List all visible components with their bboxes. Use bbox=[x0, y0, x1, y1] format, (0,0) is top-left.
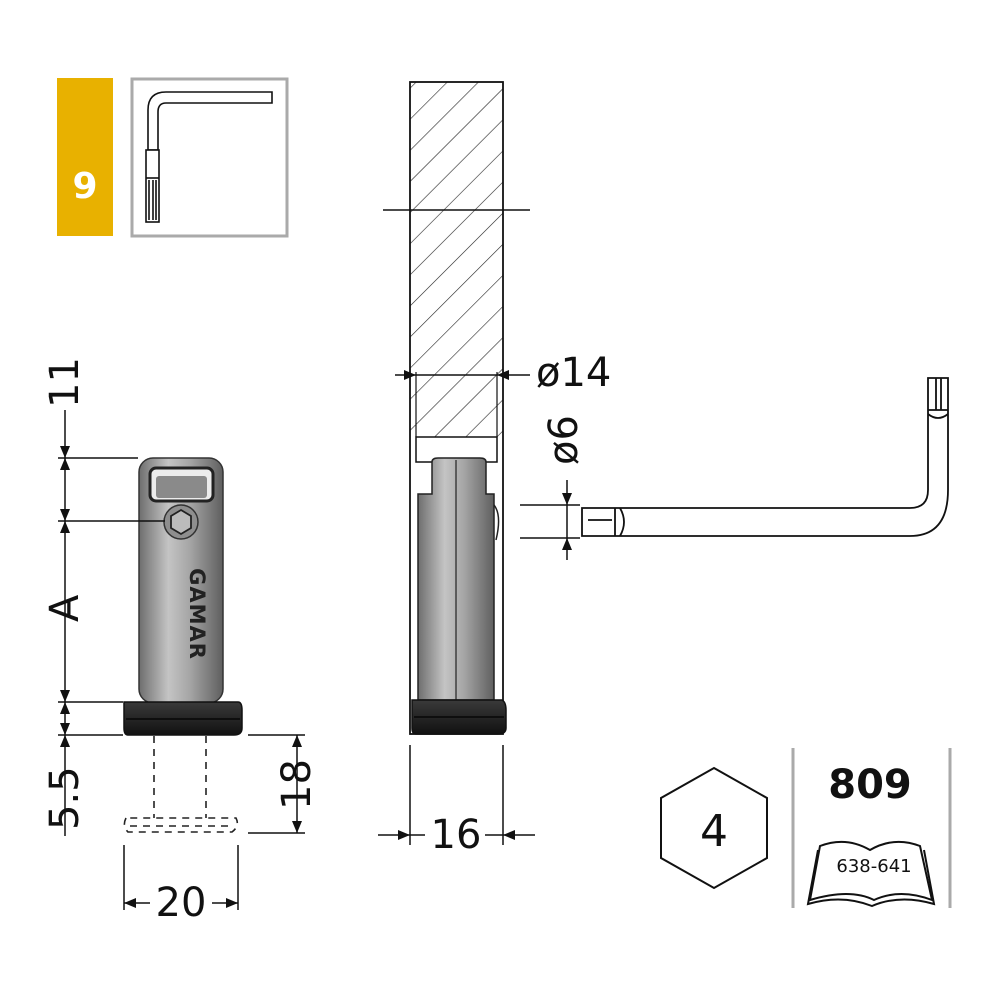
brand-label: GAMAR bbox=[185, 568, 209, 660]
dim-hole-diameter: ø6 bbox=[541, 415, 587, 465]
catalog-reference: 809 638-641 bbox=[791, 748, 952, 908]
dim-height-var: A bbox=[42, 594, 88, 622]
allen-key-icon bbox=[145, 91, 273, 223]
hex-key-size: 4 bbox=[700, 806, 728, 857]
dim-outer-diameter: ø14 bbox=[536, 350, 611, 396]
badge-number: 9 bbox=[72, 166, 97, 207]
hex-size-icon: 4 bbox=[660, 766, 768, 890]
book-icon bbox=[806, 840, 936, 908]
tool-icon-frame bbox=[130, 77, 289, 238]
dim-bore-width: 16 bbox=[431, 812, 482, 858]
catalog-code: 809 bbox=[828, 762, 912, 808]
connector-front-view: GAMAR bbox=[123, 457, 243, 833]
allen-key-icon bbox=[581, 377, 949, 537]
panel-section-view bbox=[383, 81, 530, 735]
dim-top-offset: 11 bbox=[42, 357, 88, 408]
left-dimensions bbox=[58, 410, 305, 910]
hex-socket-icon bbox=[163, 504, 199, 540]
dim-insert-depth: 18 bbox=[274, 759, 320, 810]
dim-base-offset: 5.5 bbox=[42, 766, 88, 830]
step-badge: 9 bbox=[57, 78, 113, 236]
catalog-pages: 638-641 bbox=[836, 856, 911, 877]
dim-base-width: 20 bbox=[156, 880, 207, 926]
badge-background bbox=[57, 78, 113, 236]
